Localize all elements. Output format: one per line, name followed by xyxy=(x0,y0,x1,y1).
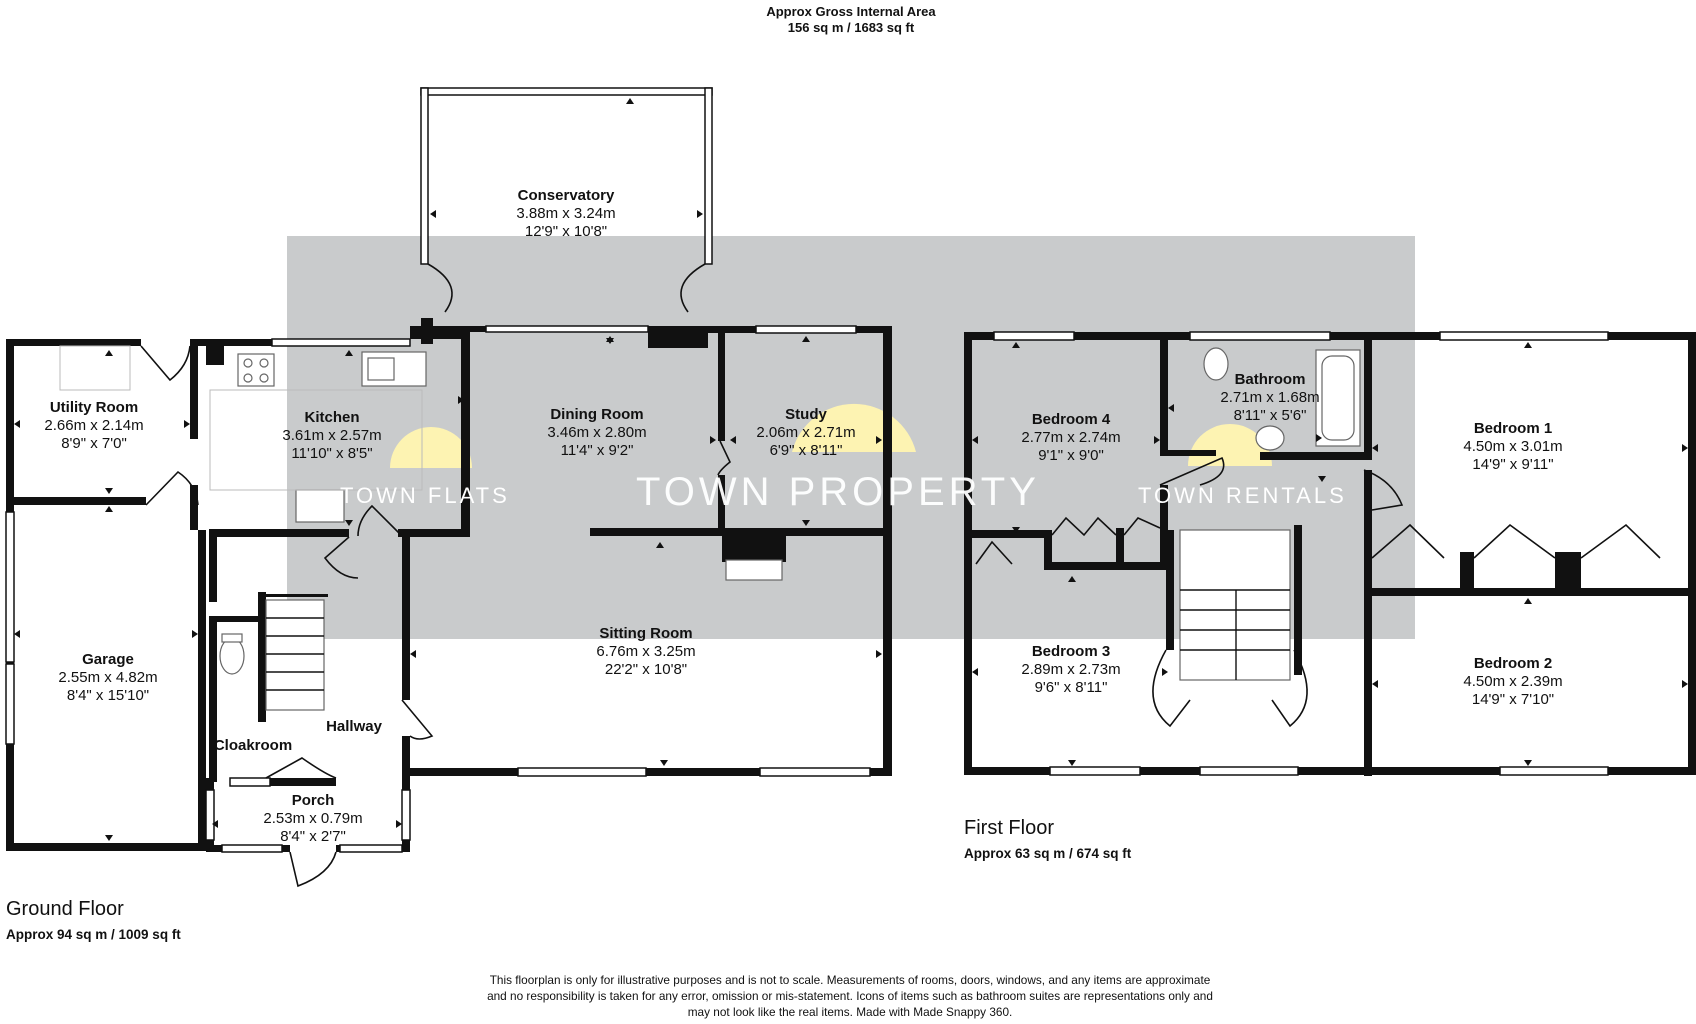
ground-floor-name: Ground Floor xyxy=(6,898,124,920)
label-bathroom: Bathroom 2.71m x 1.68m 8'11" x 5'6" xyxy=(1220,371,1319,424)
svg-text:8'4" x 15'10": 8'4" x 15'10" xyxy=(67,687,149,704)
svg-text:Bedroom 4: Bedroom 4 xyxy=(1032,411,1111,428)
svg-text:2.06m x 2.71m: 2.06m x 2.71m xyxy=(756,424,855,441)
first-floor-windows xyxy=(993,331,1609,776)
label-bedroom-1: Bedroom 1 4.50m x 3.01m 14'9" x 9'11" xyxy=(1463,420,1562,473)
svg-text:3.46m x 2.80m: 3.46m x 2.80m xyxy=(547,424,646,441)
label-study: Study 2.06m x 2.71m 6'9" x 8'11" xyxy=(756,406,855,459)
svg-text:Conservatory: Conservatory xyxy=(518,187,615,204)
watermark-text-right: TOWN RENTALS xyxy=(1138,483,1347,508)
first-floor-walls xyxy=(964,332,1696,776)
svg-text:Bedroom 1: Bedroom 1 xyxy=(1474,420,1552,437)
svg-text:Cloakroom: Cloakroom xyxy=(214,737,292,754)
ground-floor-fixtures xyxy=(59,345,783,711)
svg-text:11'4" x 9'2": 11'4" x 9'2" xyxy=(561,442,634,459)
label-utility-room: Utility Room 2.66m x 2.14m 8'9" x 7'0" xyxy=(44,399,143,452)
svg-text:Sitting Room: Sitting Room xyxy=(599,625,692,642)
disclaimer-line-3: may not look like the real items. Made w… xyxy=(688,1005,1013,1019)
label-dining-room: Dining Room 3.46m x 2.80m 11'4" x 9'2" xyxy=(547,406,646,459)
first-floor-fixtures xyxy=(1179,347,1361,681)
header-area: 156 sq m / 1683 sq ft xyxy=(788,20,915,35)
watermark-text-center: TOWN PROPERTY xyxy=(636,470,1040,514)
svg-text:2.71m x 1.68m: 2.71m x 1.68m xyxy=(1220,389,1319,406)
watermark-text-left: TOWN FLATS xyxy=(340,483,510,508)
svg-text:Porch: Porch xyxy=(292,792,335,809)
svg-text:14'9" x 9'11": 14'9" x 9'11" xyxy=(1472,456,1553,473)
label-hallway: Hallway xyxy=(326,718,383,735)
dimension-arrows xyxy=(14,98,1688,841)
first-floor-area: Approx 63 sq m / 674 sq ft xyxy=(964,846,1132,861)
ground-floor-area: Approx 94 sq m / 1009 sq ft xyxy=(6,927,181,942)
ground-floor-windows xyxy=(5,325,871,853)
svg-text:Study: Study xyxy=(785,406,827,423)
svg-text:Bedroom 2: Bedroom 2 xyxy=(1474,655,1552,672)
svg-text:8'11" x 5'6": 8'11" x 5'6" xyxy=(1234,407,1307,424)
svg-text:4.50m x 3.01m: 4.50m x 3.01m xyxy=(1463,438,1562,455)
svg-text:Utility Room: Utility Room xyxy=(50,399,138,416)
svg-text:3.61m x 2.57m: 3.61m x 2.57m xyxy=(282,427,381,444)
label-cloakroom: Cloakroom xyxy=(214,737,292,754)
conservatory-frame xyxy=(420,87,713,313)
label-kitchen: Kitchen 3.61m x 2.57m 11'10" x 8'5" xyxy=(282,409,381,462)
svg-text:9'1" x 9'0": 9'1" x 9'0" xyxy=(1038,447,1104,464)
disclaimer-line-1: This floorplan is only for illustrative … xyxy=(490,973,1211,987)
watermark-logo-left xyxy=(390,427,472,468)
svg-text:14'9" x 7'10": 14'9" x 7'10" xyxy=(1472,691,1554,708)
label-garage: Garage 2.55m x 4.82m 8'4" x 15'10" xyxy=(58,651,157,704)
svg-text:Dining Room: Dining Room xyxy=(550,406,643,423)
svg-text:9'6" x 8'11": 9'6" x 8'11" xyxy=(1035,679,1108,696)
svg-text:2.66m x 2.14m: 2.66m x 2.14m xyxy=(44,417,143,434)
svg-text:22'2" x 10'8": 22'2" x 10'8" xyxy=(605,661,687,678)
svg-text:8'4" x 2'7": 8'4" x 2'7" xyxy=(280,828,346,845)
svg-text:6'9" x 8'11": 6'9" x 8'11" xyxy=(770,442,843,459)
first-floor-doors xyxy=(975,456,1661,728)
label-porch: Porch 2.53m x 0.79m 8'4" x 2'7" xyxy=(263,792,362,845)
label-bedroom-4: Bedroom 4 2.77m x 2.74m 9'1" x 9'0" xyxy=(1021,411,1120,464)
disclaimer-line-2: and no responsibility is taken for any e… xyxy=(487,989,1213,1003)
header-title: Approx Gross Internal Area xyxy=(766,4,936,19)
first-floor-name: First Floor xyxy=(964,817,1054,839)
svg-text:Hallway: Hallway xyxy=(326,718,383,735)
svg-text:2.55m x 4.82m: 2.55m x 4.82m xyxy=(58,669,157,686)
svg-text:4.50m x 2.39m: 4.50m x 2.39m xyxy=(1463,673,1562,690)
label-bedroom-2: Bedroom 2 4.50m x 2.39m 14'9" x 7'10" xyxy=(1463,655,1562,708)
svg-text:Bedroom 3: Bedroom 3 xyxy=(1032,643,1110,660)
svg-text:3.88m x 3.24m: 3.88m x 3.24m xyxy=(516,205,615,222)
label-sitting-room: Sitting Room 6.76m x 3.25m 22'2" x 10'8" xyxy=(596,625,695,678)
label-bedroom-3: Bedroom 3 2.89m x 2.73m 9'6" x 8'11" xyxy=(1021,643,1120,696)
svg-text:Bathroom: Bathroom xyxy=(1235,371,1306,388)
svg-text:2.77m x 2.74m: 2.77m x 2.74m xyxy=(1021,429,1120,446)
svg-text:11'10" x 8'5": 11'10" x 8'5" xyxy=(291,445,372,462)
svg-text:12'9" x 10'8": 12'9" x 10'8" xyxy=(525,223,607,240)
label-conservatory: Conservatory 3.88m x 3.24m 12'9" x 10'8" xyxy=(516,187,615,240)
svg-text:2.89m x 2.73m: 2.89m x 2.73m xyxy=(1021,661,1120,678)
svg-text:Garage: Garage xyxy=(82,651,134,668)
svg-text:8'9" x 7'0": 8'9" x 7'0" xyxy=(61,435,127,452)
ground-floor-doors xyxy=(140,345,731,888)
svg-text:2.53m x 0.79m: 2.53m x 0.79m xyxy=(263,810,362,827)
svg-text:Kitchen: Kitchen xyxy=(304,409,359,426)
svg-text:6.76m x 3.25m: 6.76m x 3.25m xyxy=(596,643,695,660)
